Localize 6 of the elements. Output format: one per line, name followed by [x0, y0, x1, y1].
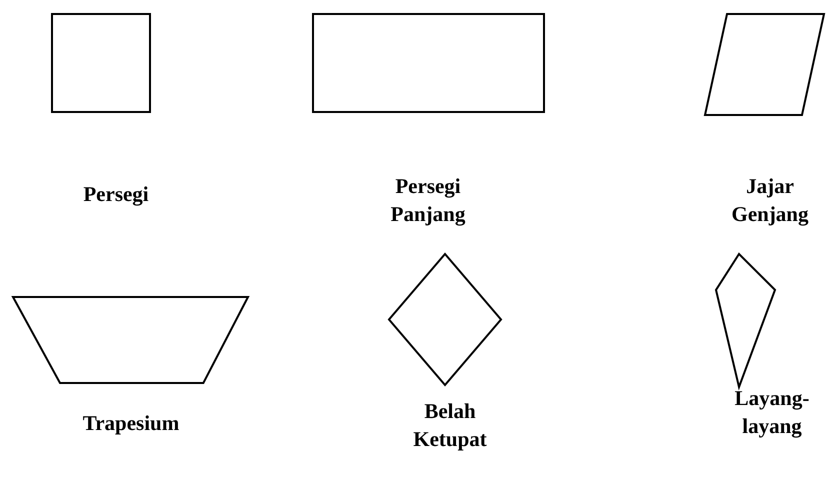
shape-caption: Jajar Genjang [730, 173, 810, 228]
shape-caption: Trapesium [82, 410, 180, 437]
shape-caption: Persegi Panjang [390, 173, 466, 228]
shape-caption: Belah Ketupat [412, 398, 488, 453]
shape-caption: Persegi [82, 181, 150, 208]
shape-caption: Layang- layang [734, 385, 810, 440]
